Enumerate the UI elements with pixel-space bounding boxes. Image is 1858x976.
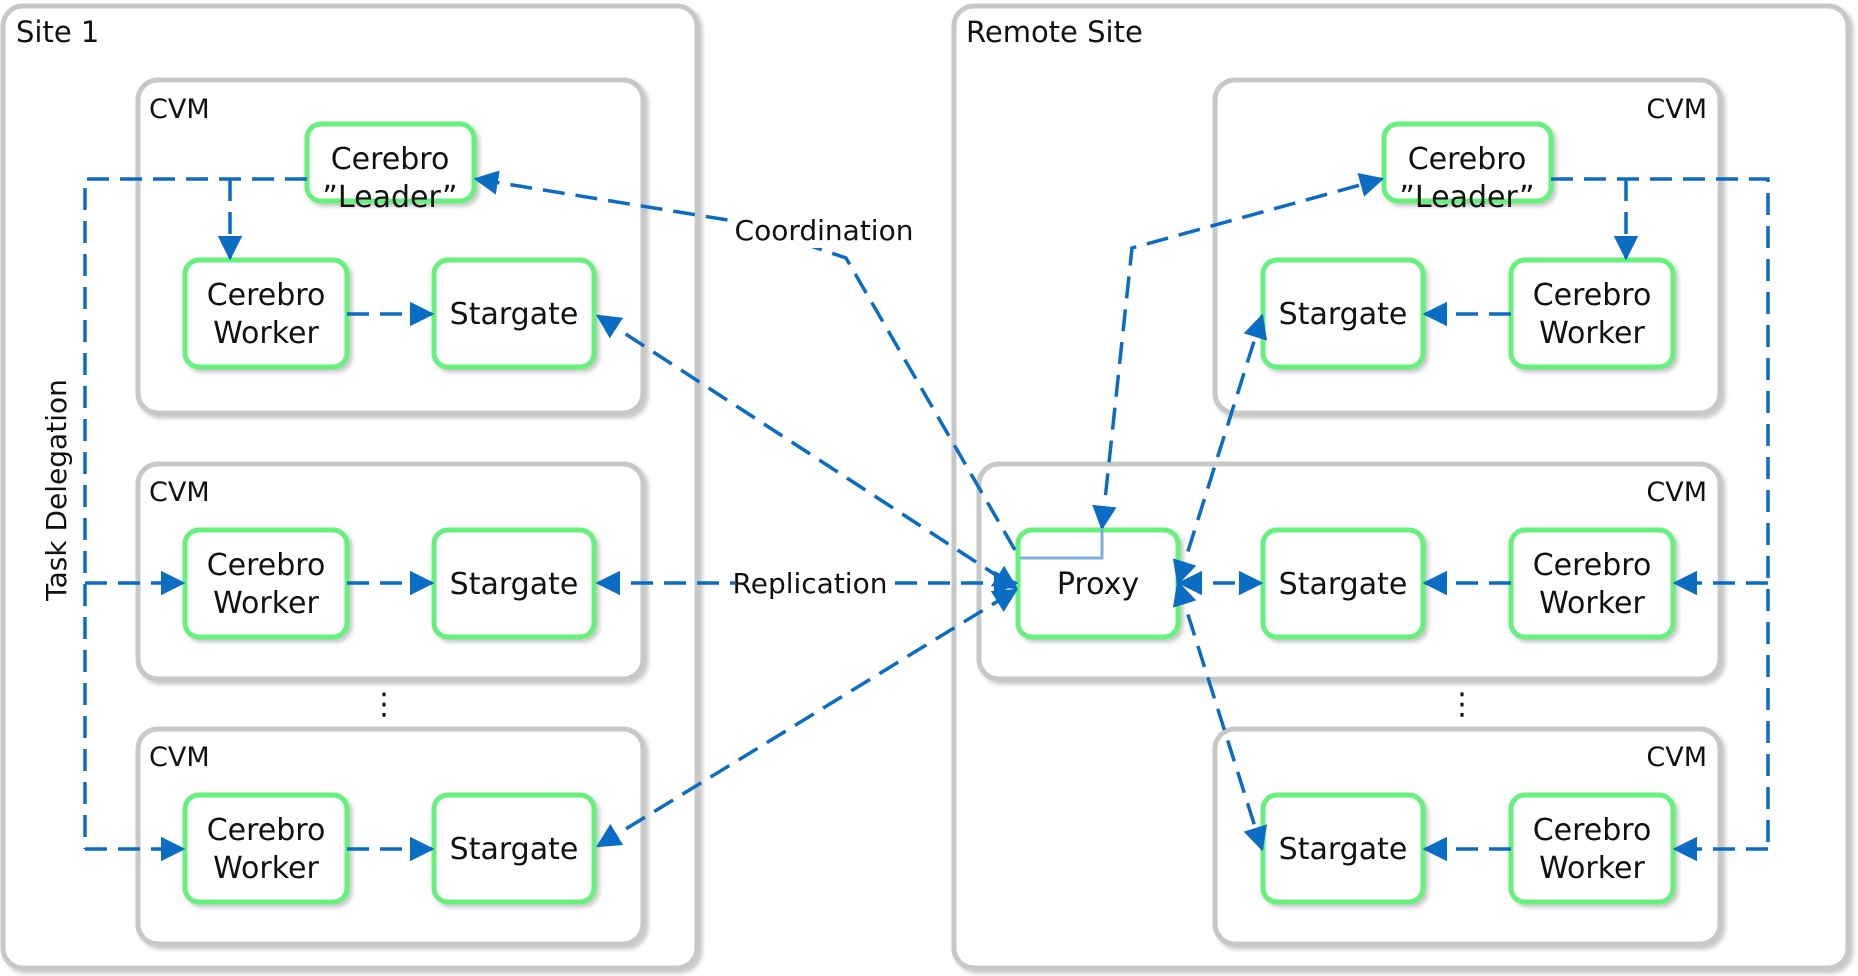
remote-cvm2-stargate: Stargate	[1260, 527, 1426, 640]
replication-site1-cvm1	[595, 314, 1019, 590]
worker-label-line1: Cerebro	[1533, 813, 1652, 848]
coordination-label-bg	[737, 210, 907, 248]
remote-cvm3-stargate: Stargate	[1260, 792, 1426, 905]
remote-cvm2-cerebro-worker: Cerebro Worker	[1508, 527, 1676, 640]
worker-label-line1: Cerebro	[207, 548, 326, 583]
coordination-arrow-remote	[1092, 173, 1385, 531]
stargate-label: Stargate	[450, 297, 579, 332]
site1-cvm1-stargate: Stargate	[431, 257, 597, 370]
worker-label-line1: Cerebro	[207, 813, 326, 848]
stargate-label: Stargate	[1279, 567, 1408, 602]
cvm-label: CVM	[149, 742, 210, 773]
coordination-label: Coordination	[735, 214, 914, 247]
site1-cvm3-stargate: Stargate	[431, 792, 597, 905]
proxy-label: Proxy	[1057, 567, 1139, 602]
cvm-label: CVM	[1646, 94, 1707, 125]
site1-cvm2-cerebro-worker: Cerebro Worker	[182, 527, 350, 640]
stargate-label: Stargate	[1279, 832, 1408, 867]
worker-label-line1: Cerebro	[1533, 548, 1652, 583]
site-1-label: Site 1	[16, 15, 99, 49]
proxy-internal-connector	[1020, 528, 1104, 560]
replication-label-bg	[735, 566, 887, 604]
worker-label-line2: Worker	[213, 316, 319, 351]
worker-label-line1: Cerebro	[207, 278, 326, 313]
replication-site1-cvm3	[595, 588, 1019, 848]
leader-label-line2: ”Leader”	[322, 180, 457, 215]
site1-ellipsis: ⋮	[369, 687, 399, 722]
worker-label-line2: Worker	[213, 851, 319, 886]
worker-label-line2: Worker	[1539, 586, 1645, 621]
remote-ellipsis: ⋮	[1447, 687, 1477, 722]
leader-label-line2: ”Leader”	[1399, 180, 1534, 215]
leader-label-line1: Cerebro	[1408, 142, 1527, 177]
remote-cvm2-proxy: Proxy	[1015, 527, 1181, 640]
cvm-label: CVM	[1646, 742, 1707, 773]
task-delegation-trunk	[83, 177, 307, 849]
remote-cerebro-leader: Cerebro ”Leader”	[1381, 121, 1554, 215]
worker-label-line2: Worker	[213, 586, 319, 621]
stargate-label: Stargate	[450, 832, 579, 867]
leader-label-line1: Cerebro	[331, 142, 450, 177]
site1-cerebro-leader: Cerebro ”Leader”	[304, 121, 477, 215]
stargate-label: Stargate	[450, 567, 579, 602]
task-delegation-label: Task Delegation	[40, 379, 73, 602]
site1-cvm3-cerebro-worker: Cerebro Worker	[182, 792, 350, 905]
remote-cvm1-stargate: Stargate	[1260, 257, 1426, 370]
remote-delegation-trunk	[1551, 177, 1770, 849]
cvm-label: CVM	[149, 94, 210, 125]
cvm-label: CVM	[149, 477, 210, 508]
site1-cvm2-stargate: Stargate	[431, 527, 597, 640]
replication-label: Replication	[733, 567, 888, 600]
cvm-label: CVM	[1646, 477, 1707, 508]
site1-cvm1-cerebro-worker: Cerebro Worker	[182, 257, 350, 370]
worker-label-line2: Worker	[1539, 316, 1645, 351]
replication-remote-cvm1	[1172, 313, 1268, 586]
worker-label-line1: Cerebro	[1533, 278, 1652, 313]
remote-cvm1-cerebro-worker: Cerebro Worker	[1508, 257, 1676, 370]
worker-label-line2: Worker	[1539, 851, 1645, 886]
remote-site-label: Remote Site	[966, 15, 1143, 49]
remote-cvm3-cerebro-worker: Cerebro Worker	[1508, 792, 1676, 905]
stargate-label: Stargate	[1279, 297, 1408, 332]
replication-remote-cvm3	[1172, 580, 1268, 852]
